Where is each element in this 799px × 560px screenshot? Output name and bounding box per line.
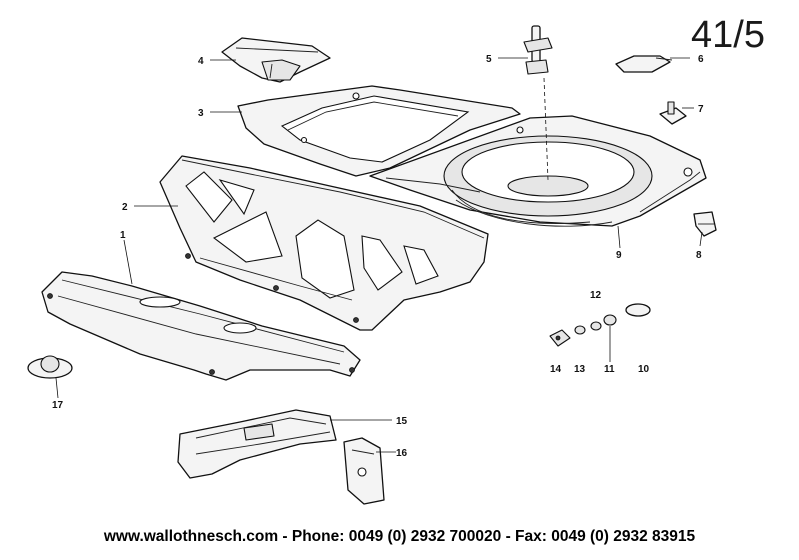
part-5-stud	[523, 25, 553, 181]
callout-7: 7	[698, 104, 704, 115]
callout-6: 6	[698, 54, 704, 65]
callout-1: 1	[120, 230, 126, 241]
callout-15: 15	[396, 416, 408, 427]
plate-number: 41/5	[691, 14, 765, 56]
callout-8: 8	[696, 250, 702, 261]
part-6-clip	[615, 55, 673, 73]
part-16-panel	[343, 437, 385, 505]
part-3-panel	[237, 85, 521, 177]
callout-5: 5	[486, 54, 492, 65]
callout-16: 16	[396, 448, 408, 459]
part-2-rear-panel	[159, 155, 489, 331]
callout-17: 17	[52, 400, 64, 411]
part-8-bracket	[693, 211, 717, 237]
callout-14: 14	[550, 364, 562, 375]
callout-13: 13	[574, 364, 586, 375]
part-15-side-member	[177, 409, 337, 479]
footer-contact: www.wallothnesch.com - Phone: 0049 (0) 2…	[103, 528, 696, 545]
callout-3: 3	[198, 108, 204, 119]
callout-2: 2	[122, 202, 128, 213]
leader-lines	[55, 57, 703, 453]
parts-10-14-fasteners	[549, 303, 651, 347]
part-17-plug	[27, 355, 73, 379]
part-7-bracket	[659, 101, 687, 125]
callout-11: 11	[604, 364, 615, 375]
part-4-bracket	[221, 37, 331, 83]
callout-12: 12	[590, 290, 602, 301]
callout-10: 10	[638, 364, 650, 375]
callout-9: 9	[616, 250, 622, 261]
part-1-cross-member	[41, 271, 361, 381]
callout-4: 4	[198, 56, 204, 67]
